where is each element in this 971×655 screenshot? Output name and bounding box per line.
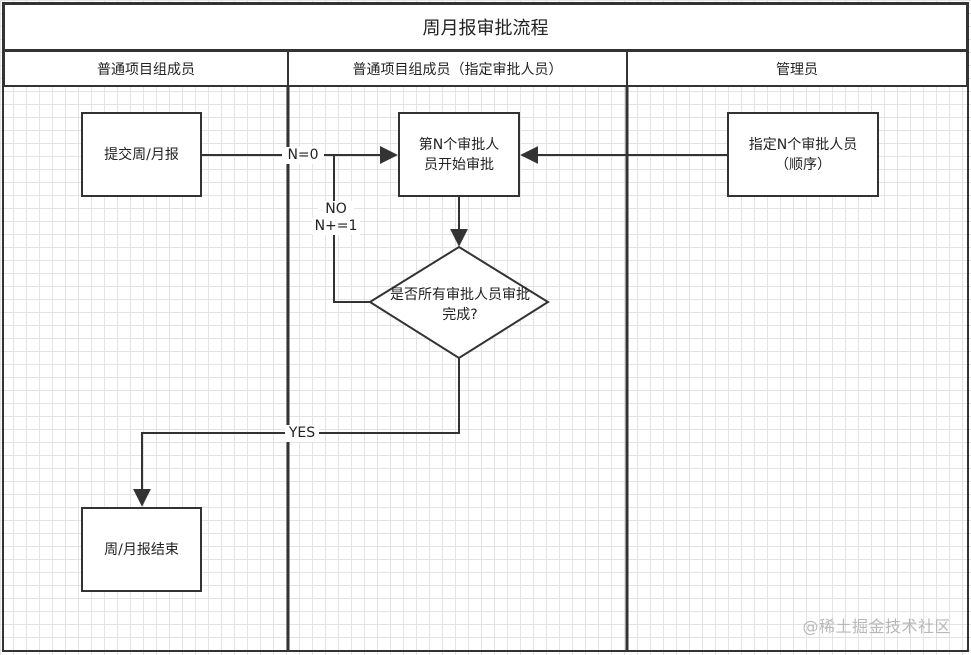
lane-header-approver: 普通项目组成员（指定审批人员）	[287, 50, 628, 87]
lane-header-admin: 管理员	[626, 50, 968, 87]
node-assign-approvers[interactable]: 指定N个审批人员（顺序）	[727, 112, 879, 197]
edge-label-no: NO	[318, 201, 354, 218]
decision-diamond	[368, 245, 550, 360]
watermark: @稀土掘金技术社区	[802, 617, 951, 636]
edge-label-increment: N+=1	[312, 218, 360, 235]
lane-header-member: 普通项目组成员	[3, 50, 289, 87]
node-report-end[interactable]: 周/月报结束	[81, 507, 202, 592]
decision-label: 是否所有审批人员审批完成?	[390, 287, 530, 323]
node-submit-report[interactable]: 提交周/月报	[81, 112, 202, 197]
pool-title: 周月报审批流程	[3, 3, 968, 51]
node-start-review[interactable]: 第N个审批人员开始审批	[398, 112, 520, 197]
edge-label-init: N=0	[282, 147, 324, 164]
edge-label-yes: YES	[285, 425, 319, 442]
